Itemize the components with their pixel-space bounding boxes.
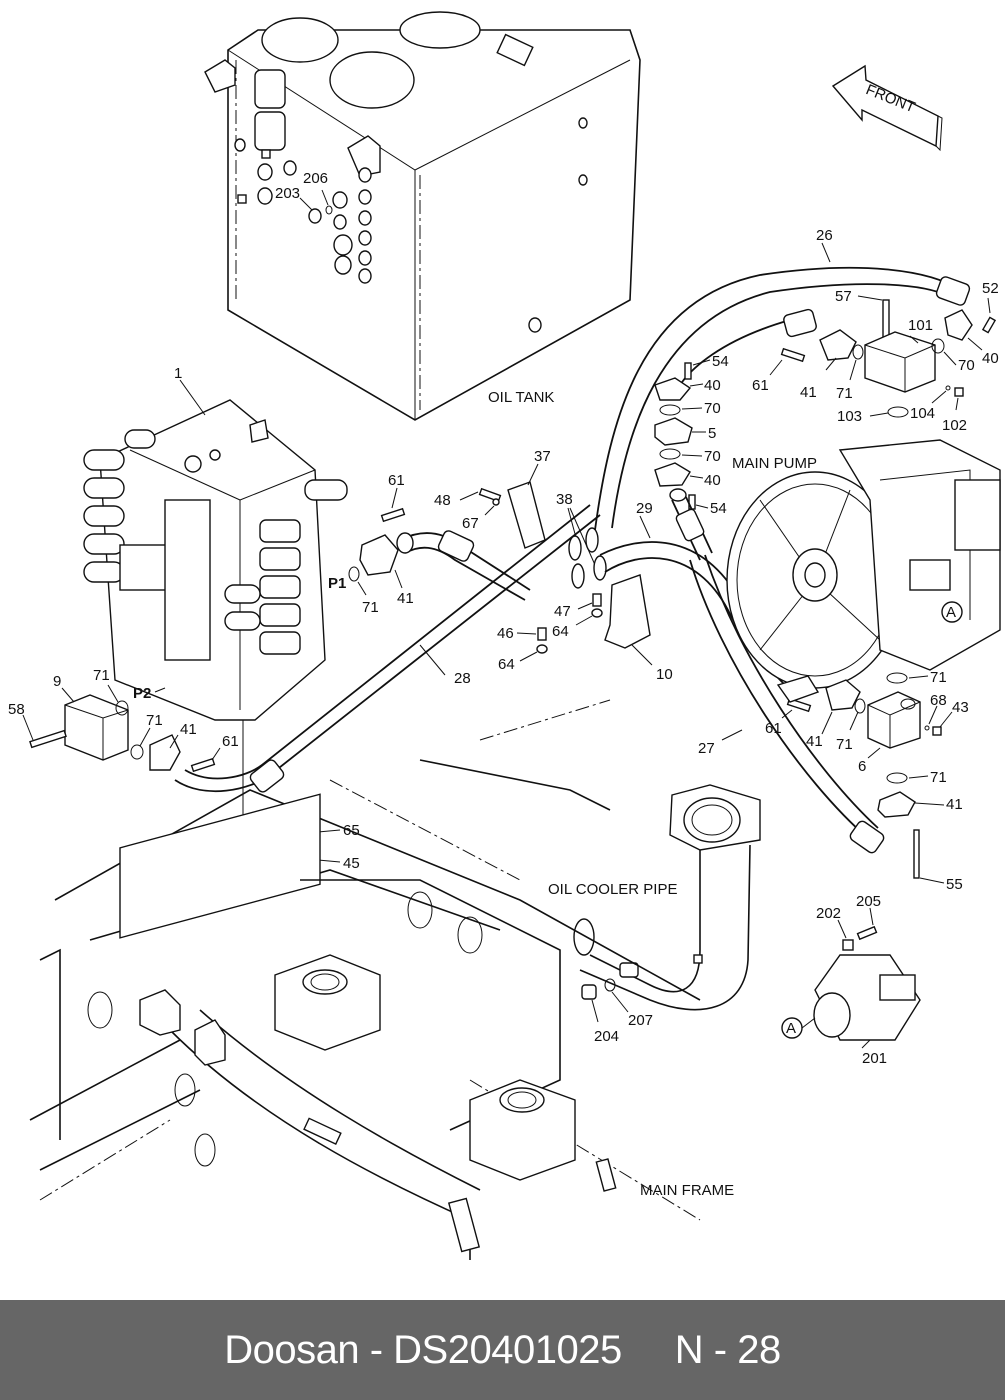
drain-plug-203 xyxy=(308,208,322,224)
valve-spools-left xyxy=(83,429,156,583)
clamp-and-bracket: 48 67 37 38 10 47 64 46 64 xyxy=(434,448,673,683)
callout-61: 61 xyxy=(765,720,782,737)
callout-41: 41 xyxy=(806,733,823,750)
callout-40: 40 xyxy=(704,377,721,394)
page-number: 28 xyxy=(737,1327,781,1372)
callout-71: 71 xyxy=(930,669,947,686)
caption-oil-tank: OIL TANK xyxy=(488,389,554,406)
callout-46: 46 xyxy=(497,625,514,642)
callout-61: 61 xyxy=(752,377,769,394)
callout-27: 27 xyxy=(698,740,715,757)
callout-71: 71 xyxy=(362,599,379,616)
brand-name: Doosan xyxy=(224,1327,360,1372)
callout-203: 203 xyxy=(275,185,300,202)
callout-70: 70 xyxy=(704,400,721,417)
page-separator: - xyxy=(703,1327,738,1372)
callout-71: 71 xyxy=(836,736,853,753)
frame-bosses xyxy=(87,891,617,1253)
tank-port-bosses xyxy=(234,117,588,333)
part-number: DS20401025 xyxy=(393,1327,622,1372)
callout-48: 48 xyxy=(434,492,451,509)
callout-45: 45 xyxy=(343,855,360,872)
callout-40: 40 xyxy=(704,472,721,489)
caption-main-frame: MAIN FRAME xyxy=(640,1182,734,1199)
callout-43: 43 xyxy=(952,699,969,716)
footer-spacer xyxy=(622,1328,675,1373)
callout-205: 205 xyxy=(856,893,881,910)
pump-upper-fittings: 54 40 70 5 70 40 54 xyxy=(654,353,729,561)
callout-41: 41 xyxy=(800,384,817,401)
hose-26: 26 xyxy=(594,227,971,531)
callout-5: 5 xyxy=(708,425,716,442)
ref-marker-a xyxy=(941,601,963,623)
callout-1: 1 xyxy=(174,365,182,382)
callout-9: 9 xyxy=(53,673,61,690)
page-prefix: N xyxy=(674,1327,704,1372)
callout-102: 102 xyxy=(942,417,967,434)
callout-104: 104 xyxy=(910,405,935,422)
callout-71: 71 xyxy=(836,385,853,402)
callout-41: 41 xyxy=(180,721,197,738)
callout-41: 41 xyxy=(946,796,963,813)
callout-40: 40 xyxy=(982,350,999,367)
hose-28: 28 xyxy=(174,504,601,793)
oil-tank: 203 206 OIL TANK xyxy=(204,11,641,421)
callout-47: 47 xyxy=(554,603,571,620)
callout-64: 64 xyxy=(552,623,569,640)
caption-main-pump: MAIN PUMP xyxy=(732,455,817,472)
callout-71: 71 xyxy=(146,712,163,729)
port-label-p1: P1 xyxy=(328,575,346,592)
callout-54: 54 xyxy=(710,500,727,517)
callout-68: 68 xyxy=(930,692,947,709)
main-frame: MAIN FRAME xyxy=(29,699,734,1260)
callout-70: 70 xyxy=(704,448,721,465)
callout-70: 70 xyxy=(958,357,975,374)
callout-201: 201 xyxy=(862,1050,887,1067)
callout-52: 52 xyxy=(982,280,999,297)
callout-28: 28 xyxy=(454,670,471,687)
ref-a-label: A xyxy=(946,604,956,621)
callout-6: 6 xyxy=(858,758,866,775)
callout-61: 61 xyxy=(222,733,239,750)
ref-a-label: A xyxy=(786,1020,796,1037)
callout-202: 202 xyxy=(816,905,841,922)
main-pump: A MAIN PUMP xyxy=(726,439,1001,689)
callout-67: 67 xyxy=(462,515,479,532)
oil-cooler-pipe: OIL COOLER PIPE 207 204 xyxy=(548,784,761,1045)
front-direction-arrow: FRONT xyxy=(831,64,943,152)
o-ring-206 xyxy=(325,205,333,215)
block-101-assembly: 57 101 70 40 52 103 104 102 41 71 61 xyxy=(752,280,999,434)
p1-connection: 61 41 71 xyxy=(348,472,531,616)
callout-71: 71 xyxy=(93,667,110,684)
callout-61: 61 xyxy=(388,472,405,489)
main-control-valve: 1 P1 P2 xyxy=(83,365,348,721)
callout-26: 26 xyxy=(816,227,833,244)
block-9-assembly: 58 9 71 71 41 61 xyxy=(8,667,239,773)
callout-103: 103 xyxy=(837,408,862,425)
pilot-pump-201: A 201 202 205 xyxy=(781,893,921,1067)
brand-separator: - xyxy=(359,1327,394,1372)
callout-71: 71 xyxy=(930,769,947,786)
valve-ports-right xyxy=(224,479,348,655)
port-label-p2: P2 xyxy=(133,685,151,702)
block-6-assembly: 71 6 68 43 41 71 61 71 41 55 xyxy=(765,669,969,893)
callout-55: 55 xyxy=(946,876,963,893)
callout-204: 204 xyxy=(594,1028,619,1045)
callout-10: 10 xyxy=(656,666,673,683)
callout-41: 41 xyxy=(397,590,414,607)
callout-64: 64 xyxy=(498,656,515,673)
callout-29: 29 xyxy=(636,500,653,517)
callout-37: 37 xyxy=(534,448,551,465)
callout-206: 206 xyxy=(303,170,328,187)
hydraulic-parts-diagram: 203 206 OIL TANK FRONT xyxy=(8,11,1001,1260)
callout-57: 57 xyxy=(835,288,852,305)
callout-101: 101 xyxy=(908,317,933,334)
callout-54: 54 xyxy=(712,353,729,370)
callout-58: 58 xyxy=(8,701,25,718)
callout-207: 207 xyxy=(628,1012,653,1029)
hose-27: 27 xyxy=(689,554,885,854)
footer-bar: Doosan - DS20401025 N - 28 xyxy=(0,1300,1005,1400)
caption-oil-cooler-pipe: OIL COOLER PIPE xyxy=(548,881,678,898)
callout-38: 38 xyxy=(556,491,573,508)
